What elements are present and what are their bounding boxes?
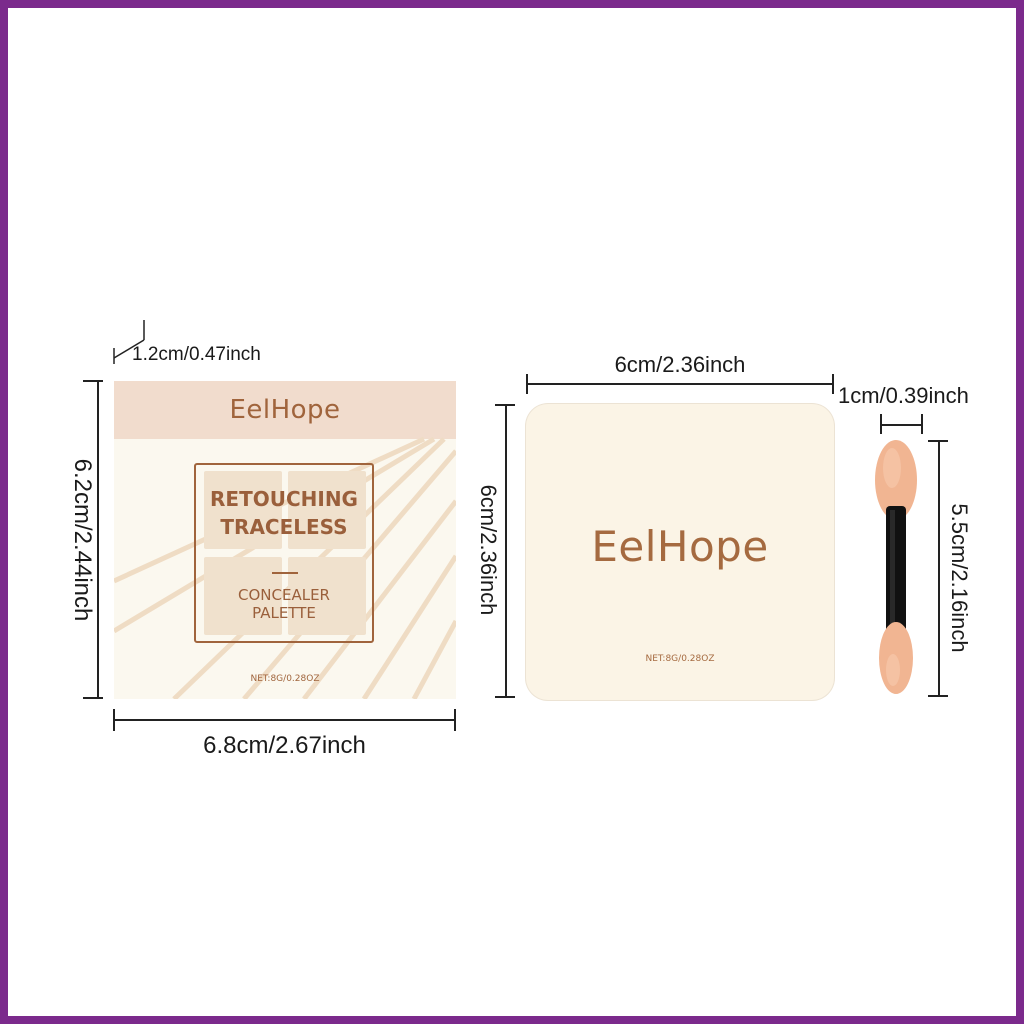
shade-cell	[288, 557, 366, 635]
box-subtitle-line1: CONCEALER	[238, 586, 330, 604]
box-width-label: 6.8cm/2.67inch	[203, 732, 366, 759]
compact-width-label: 6cm/2.36inch	[614, 352, 746, 377]
compact-height-line	[505, 404, 507, 698]
compact-net-weight: NET:8G/0.28OZ	[645, 654, 715, 664]
box-top-band	[114, 381, 456, 439]
shade-cell	[288, 471, 366, 549]
applicator-width-label: 1cm/0.39inch	[838, 383, 969, 408]
box-depth-label: 1.2cm/0.47inch	[132, 344, 261, 365]
box-subtitle-line2: PALETTE	[252, 604, 316, 622]
box-title-line1: RETOUCHING	[210, 487, 358, 511]
compact-brand-logo: EelHope	[591, 522, 769, 571]
box-brand-logo: EelHope	[229, 395, 341, 425]
box-divider	[272, 572, 298, 574]
sponge-applicator	[875, 440, 917, 694]
applicator-handle	[886, 506, 906, 632]
box-title-line2: TRACELESS	[220, 515, 348, 539]
box-window-frame	[194, 463, 374, 643]
applicator-length-line	[938, 440, 940, 696]
compact-width-line	[526, 383, 834, 385]
box-net-weight: NET:8G/0.28OZ	[250, 674, 320, 684]
box-height-label: 6.2cm/2.44inch	[69, 458, 96, 622]
applicator-length-label: 5.5cm/2.16inch	[947, 503, 972, 653]
compact-height-label: 6cm/2.36inch	[476, 484, 501, 616]
shade-cell	[204, 471, 282, 549]
concealer-compact: EelHope NET:8G/0.28OZ	[526, 404, 834, 700]
box-depth-marker	[113, 320, 145, 364]
concealer-box: EelHope RETOUCHING TRACELESS CONCEALER P…	[114, 381, 456, 699]
box-width-line	[113, 719, 456, 721]
applicator-width-line	[880, 424, 922, 426]
box-height-line	[97, 380, 99, 698]
shade-cell	[204, 557, 282, 635]
